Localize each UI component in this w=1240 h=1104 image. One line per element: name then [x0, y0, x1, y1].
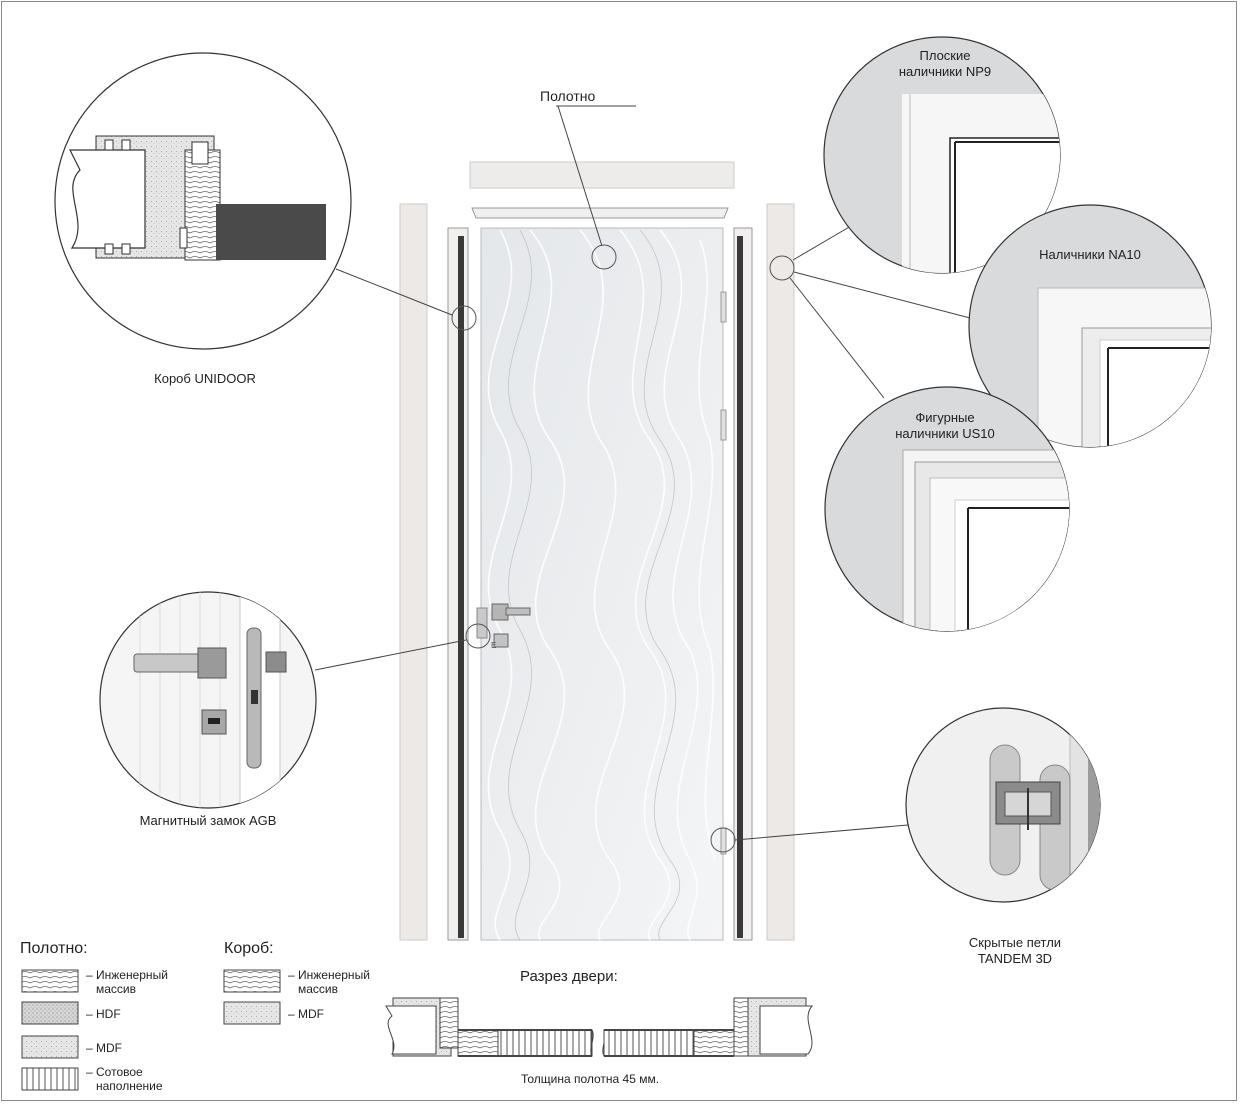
section-title: Разрез двери:	[520, 968, 618, 985]
label-us10-line2: наличники US10	[895, 426, 995, 441]
legend-panel-swatch-honeycomb	[21, 1067, 79, 1091]
frame-section-detail	[69, 135, 326, 261]
legend-panel-swatch-hdf	[21, 1001, 79, 1025]
label-np9-line1: Плоские	[919, 48, 971, 63]
us10-trim-detail	[902, 449, 1069, 631]
door-section-drawing	[385, 997, 814, 1057]
door-handle-lever	[505, 607, 531, 616]
legend-panel-item-hdf: – HDF	[86, 1007, 121, 1021]
legend-item-line2: наполнение	[96, 1079, 163, 1093]
legend-frame-swatch-engineered-wood	[223, 969, 281, 993]
legend-panel-item-honeycomb: – Сотовое наполнение	[86, 1065, 163, 1093]
legend-frame-item-mdf: – MDF	[288, 1007, 324, 1021]
label-hinges: Скрытые петли TANDEM 3D	[935, 935, 1095, 967]
door-handle-mark: E	[491, 641, 496, 650]
legend-item-line1: – Инженерный	[288, 968, 370, 982]
label-np9-line2: наличники NP9	[898, 64, 992, 79]
label-np9: Плоские наличники NP9	[870, 48, 1020, 80]
legend-item-line2: массив	[298, 982, 339, 996]
label-hinges-line1: Скрытые петли	[968, 935, 1062, 950]
label-panel: Полотно	[540, 88, 596, 104]
legend-item-line1: – Инженерный	[86, 968, 168, 982]
na10-trim-detail	[1037, 287, 1211, 447]
right-jamb	[766, 203, 795, 941]
section-thickness-note: Толщина полотна 45 мм.	[520, 1072, 660, 1086]
legend-item-line2: массив	[96, 982, 137, 996]
wave-decor	[487, 229, 716, 941]
legend-panel-item-engineered-wood: – Инженерный массив	[86, 968, 168, 996]
label-us10: Фигурные наличники US10	[870, 410, 1020, 442]
door-panel	[480, 227, 724, 941]
label-frame-unidoor: Короб UNIDOOR	[154, 371, 256, 386]
legend-frame-swatch-mdf	[223, 1001, 281, 1025]
label-lock-agb: Магнитный замок AGB	[139, 813, 277, 828]
legend-panel-title: Полотно:	[20, 940, 88, 957]
legend-frame-title: Короб:	[224, 940, 274, 957]
top-casing	[469, 161, 735, 189]
legend-panel-item-mdf: – MDF	[86, 1041, 122, 1055]
lock-detail	[133, 592, 287, 808]
label-hinges-line2: TANDEM 3D	[977, 951, 1053, 966]
legend-panel-swatch-mdf	[21, 1035, 79, 1059]
legend-panel-swatch-engineered-wood	[21, 969, 79, 993]
label-us10-line1: Фигурные	[915, 410, 975, 425]
legend-item-line1: – Сотовое	[86, 1065, 143, 1079]
label-na10: Наличники NA10	[1039, 247, 1141, 262]
left-jamb	[399, 203, 428, 941]
legend-swatches	[21, 969, 281, 1091]
legend-frame-item-engineered-wood: – Инженерный массив	[288, 968, 370, 996]
